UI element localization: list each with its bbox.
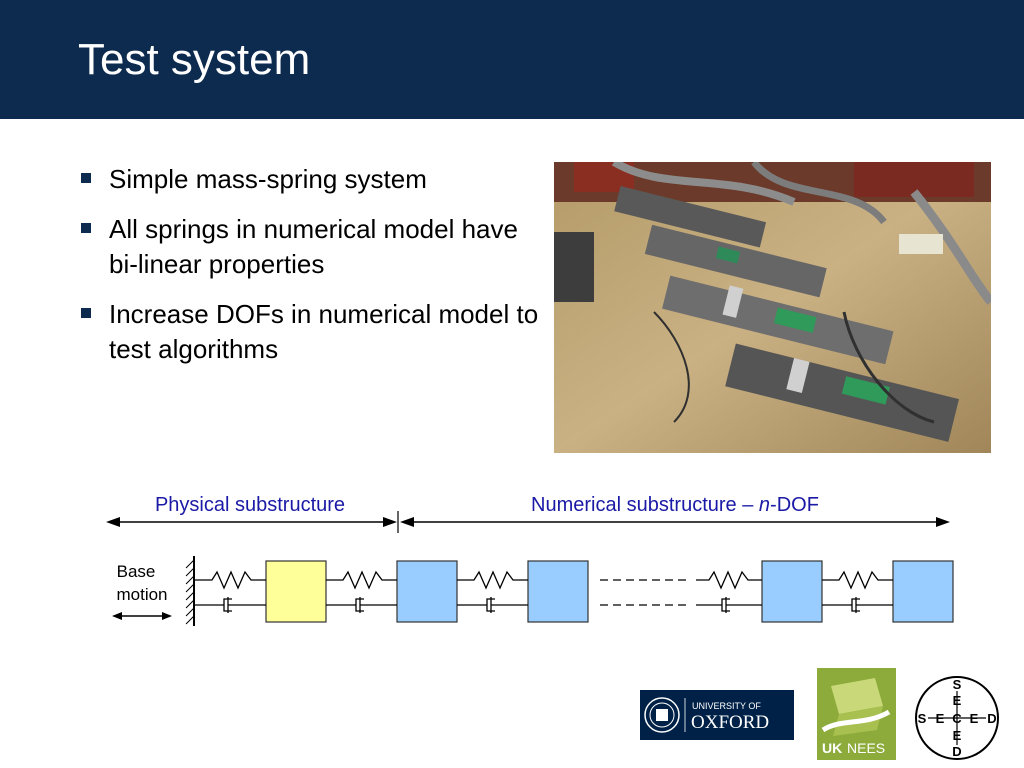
base-motion-label-line2: motion [116,585,167,604]
base-motion-label-line1: Base [117,562,156,581]
seced-logo: S E C E D S E E D [915,676,999,760]
bullet-item: Increase DOFs in numerical model to test… [80,297,540,367]
oxford-logo-line1: UNIVERSITY OF [692,701,761,711]
numerical-mass-2 [527,560,589,623]
numerical-mass-n-1 [761,560,823,623]
bullet-text: All springs in numerical model have bi-l… [109,214,518,279]
physical-substructure-label: Physical substructure [155,494,345,516]
bullet-text: Simple mass-spring system [109,164,427,194]
seced-letter-top: S [953,677,962,692]
seced-letter-right-e: E [970,711,979,726]
seced-letter-e1: E [953,693,962,708]
slide-title: Test system [78,35,311,84]
seced-letter-left-e: E [936,711,945,726]
base-motion-arrow [112,612,172,620]
title-bar: Test system [0,0,1024,119]
uk-nees-uk: UK [822,740,842,756]
physical-mass [265,560,327,623]
oxford-logo: UNIVERSITY OF OXFORD [640,690,794,740]
spring-damper-3 [457,570,528,613]
numerical-mass-n [892,560,954,623]
bullet-item: Simple mass-spring system [80,162,540,197]
seced-letter-center: C [952,711,962,726]
uk-nees-logo: UK NEES [817,668,896,760]
seced-letter-bottom: D [952,744,961,759]
seced-letter-left-s: S [918,711,927,726]
fixed-wall [185,556,195,626]
numerical-mass-1 [396,560,458,623]
bullet-item: All springs in numerical model have bi-l… [80,212,540,282]
test-rig-photo [554,162,991,453]
bullet-square-icon [81,173,91,183]
bullet-text: Increase DOFs in numerical model to test… [109,299,539,364]
numerical-span-arrow [400,517,950,527]
mass-spring-diagram: Physical substructure Numerical substruc… [106,494,954,626]
spring-damper-5 [822,570,893,613]
seced-letter-right-d: D [987,711,996,726]
physical-span-arrow [106,517,397,527]
spring-damper-4 [696,570,762,613]
bullet-list: Simple mass-spring system All springs in… [80,162,540,382]
seced-letter-e2: E [953,728,962,743]
oxford-logo-line2: OXFORD [691,712,769,733]
numerical-substructure-label: Numerical substructure – n-DOF [531,494,819,516]
spring-damper-1 [194,570,266,613]
bullet-square-icon [81,308,91,318]
uk-nees-nees: NEES [847,740,885,756]
spring-damper-2 [326,570,397,613]
bullet-square-icon [81,223,91,233]
continuation-dashes [600,579,688,606]
